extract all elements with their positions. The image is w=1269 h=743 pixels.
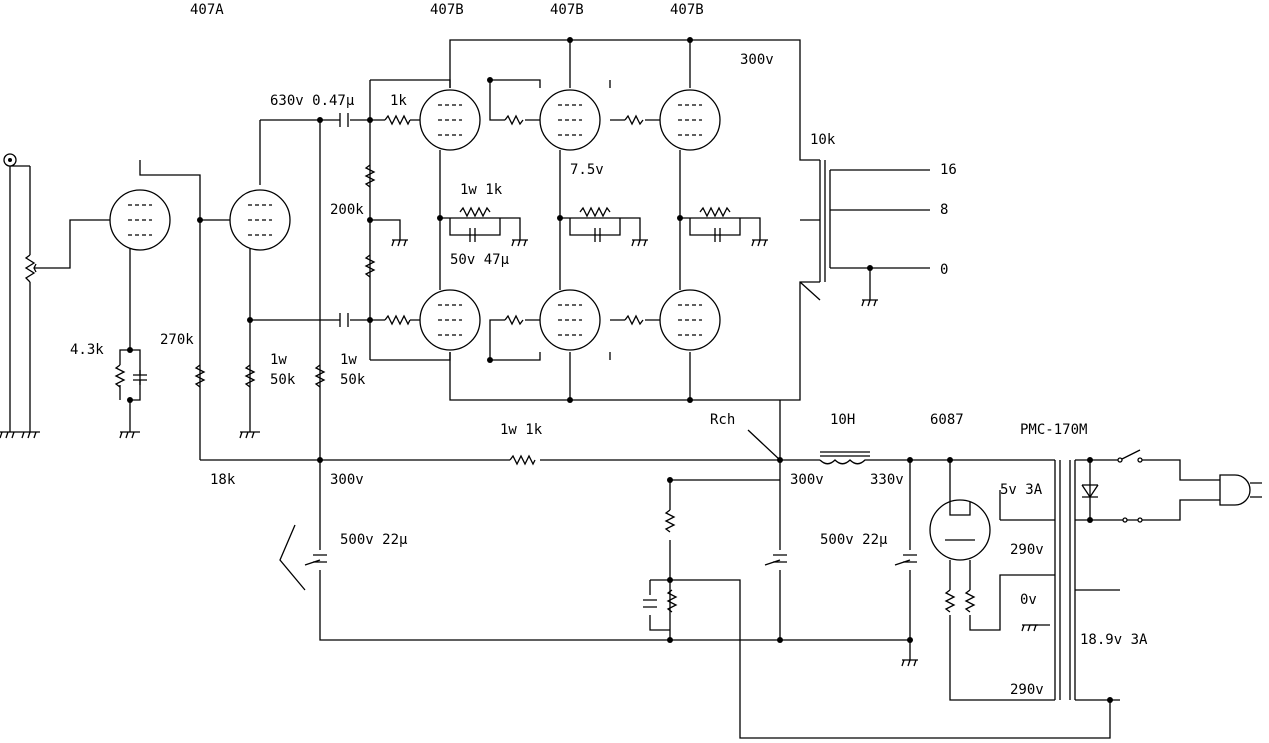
wires	[9, 39, 1220, 739]
label-200k: 200k	[330, 202, 364, 218]
label-407b-1: 407B	[430, 2, 464, 18]
label-500v-22u-a: 500v 22μ	[340, 532, 408, 548]
label-18-9v-3a: 18.9v 3A	[1080, 632, 1148, 648]
label-tap-16: 16	[940, 162, 957, 178]
resistors	[114, 114, 976, 613]
tube-407b-top-2	[539, 89, 601, 151]
label-1w-b: 1w	[340, 352, 357, 368]
label-50k-a: 50k	[270, 372, 296, 388]
label-300v-top: 300v	[740, 52, 774, 68]
label-407b-3: 407B	[670, 2, 704, 18]
label-330v: 330v	[870, 472, 904, 488]
input-jack	[3, 153, 17, 167]
label-407a: 407A	[190, 2, 224, 18]
label-300v-ps: 300v	[790, 472, 824, 488]
label-1k: 1k	[390, 93, 407, 109]
label-pmc-170m: PMC-170M	[1020, 422, 1087, 438]
capacitors	[133, 113, 917, 608]
tube-6087-rectifier	[929, 499, 991, 561]
label-270k: 270k	[160, 332, 194, 348]
tube-407b-bottom-3	[659, 289, 721, 351]
tube-407a-a	[109, 189, 171, 251]
label-tap-8: 8	[940, 202, 948, 218]
labels: 407A 407B 407B 407B 6087 300v 10k 16 8 0…	[70, 2, 1148, 698]
choke-10h	[819, 451, 870, 465]
label-rch: Rch	[710, 412, 735, 428]
label-500v-22u-b: 500v 22μ	[820, 532, 888, 548]
tube-407b-bottom-2	[539, 289, 601, 351]
label-6087: 6087	[930, 412, 964, 428]
label-10h: 10H	[830, 412, 855, 428]
label-4-3k: 4.3k	[70, 342, 104, 358]
tube-407b-top-3	[659, 89, 721, 151]
pilot-led	[1081, 484, 1099, 499]
ground-symbols	[0, 239, 1038, 667]
label-1w-1k-cathode: 1w 1k	[460, 182, 503, 198]
label-407b-2: 407B	[550, 2, 584, 18]
label-cap-coupling: 630v 0.47μ	[270, 93, 355, 109]
power-switch	[1117, 449, 1143, 523]
tube-407b-top-1	[419, 89, 481, 151]
label-0v: 0v	[1020, 592, 1037, 608]
label-290v-b: 290v	[1010, 682, 1044, 698]
label-7-5v: 7.5v	[570, 162, 604, 178]
tube-407b-bottom-1	[419, 289, 481, 351]
b-plus-slash	[279, 524, 306, 591]
label-1w-a: 1w	[270, 352, 287, 368]
label-300v-mid: 300v	[330, 472, 364, 488]
label-18k: 18k	[210, 472, 236, 488]
label-50k-b: 50k	[340, 372, 366, 388]
ac-plug	[1219, 474, 1262, 506]
label-1w-1k-b: 1w 1k	[500, 422, 543, 438]
label-290v-a: 290v	[1010, 542, 1044, 558]
junction-dots	[127, 37, 1113, 703]
tube-407a-b	[229, 189, 291, 251]
label-5v-3a: 5v 3A	[1000, 482, 1043, 498]
output-transformer	[799, 160, 831, 301]
label-50v-47u: 50v 47μ	[450, 252, 510, 268]
volume-potentiometer	[24, 254, 42, 283]
label-10k: 10k	[810, 132, 836, 148]
label-tap-0: 0	[940, 262, 948, 278]
power-transformer	[1054, 460, 1076, 700]
